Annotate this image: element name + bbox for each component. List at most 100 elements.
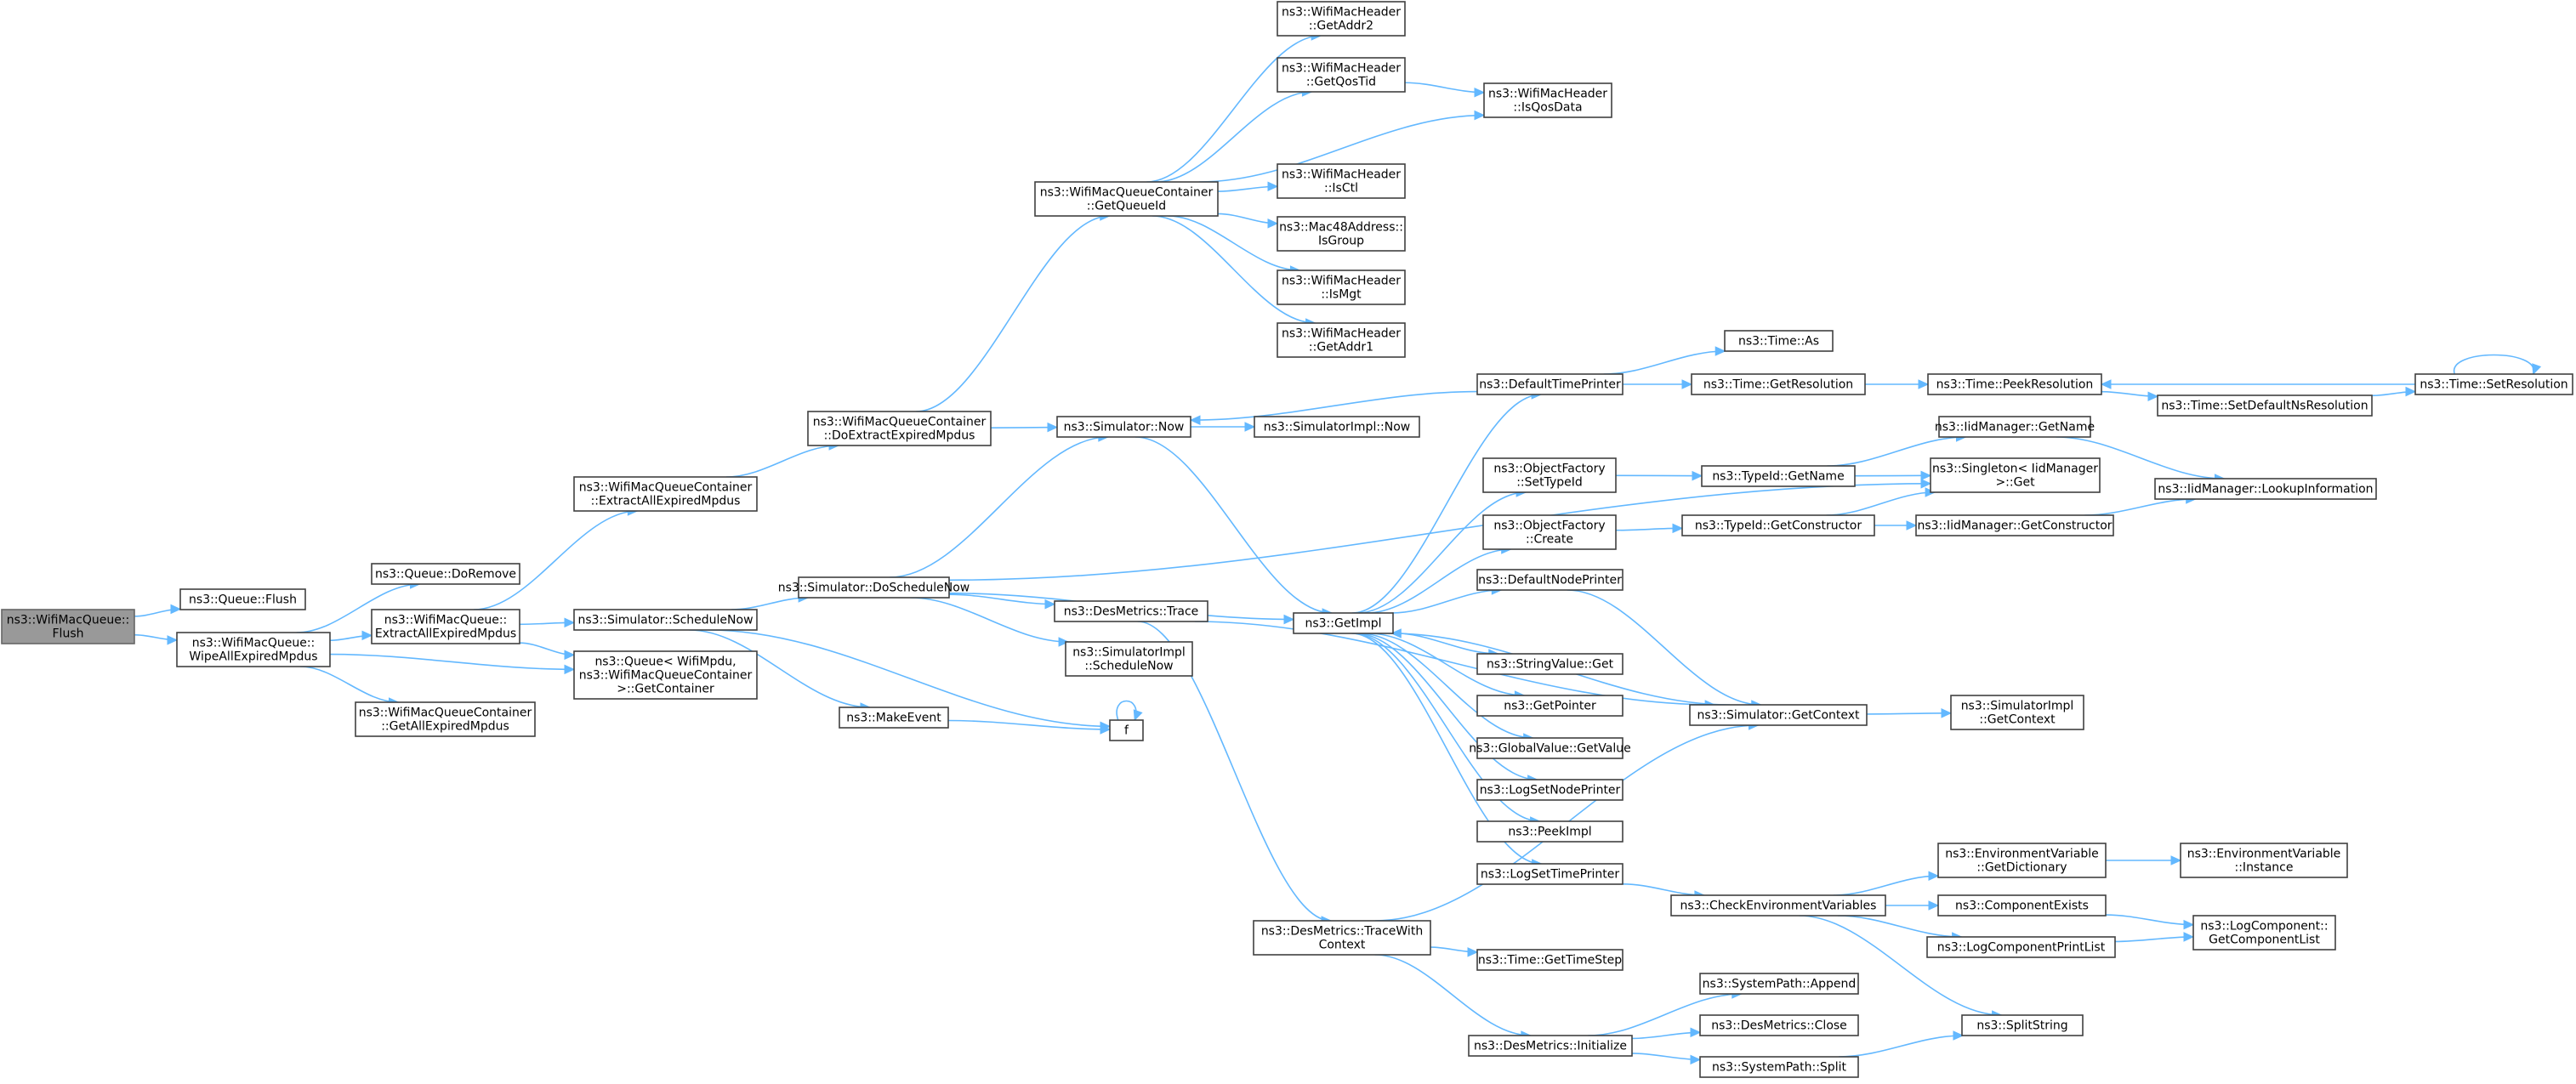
node-ns3-objectfactory-create[interactable]: ns3::ObjectFactory::Create [1482, 514, 1617, 550]
node-ns3-mac48address-isgroup[interactable]: ns3::Mac48Address::IsGroup [1277, 216, 1406, 252]
node-box[interactable] [1034, 181, 1219, 217]
node-box[interactable] [1476, 820, 1624, 843]
node-box[interactable] [1109, 719, 1144, 741]
node-box[interactable] [371, 609, 520, 644]
node-box[interactable] [1277, 216, 1406, 252]
node-ns3-typeid-getconstructor[interactable]: ns3::TypeId::GetConstructor [1681, 514, 1875, 536]
node-box[interactable] [1961, 1014, 2084, 1036]
node-box[interactable] [1476, 569, 1624, 591]
node-box[interactable] [573, 476, 758, 512]
node-ns3-time-as[interactable]: ns3::Time::As [1724, 330, 1834, 352]
node-ns3-getimpl[interactable]: ns3::GetImpl [1293, 612, 1394, 634]
node-ns3-makeevent[interactable]: ns3::MakeEvent [839, 707, 949, 729]
node-box[interactable] [1937, 894, 2107, 917]
node-ns3-desmetrics-close[interactable]: ns3::DesMetrics::Close [1699, 1014, 1859, 1036]
node-box[interactable] [807, 411, 992, 446]
node-ns3-wifimacqueuecontainer-getallexpiredmpdus[interactable]: ns3::WifiMacQueueContainer::GetAllExpire… [355, 701, 536, 737]
node-ns3-simulatorimpl-schedulenow[interactable]: ns3::SimulatorImpl::ScheduleNow [1065, 641, 1193, 677]
node-ns3-desmetrics-trace[interactable]: ns3::DesMetrics::Trace [1054, 600, 1208, 622]
node-box[interactable] [1926, 936, 2116, 958]
node-ns3-wifimacheader-getaddr1[interactable]: ns3::WifiMacHeader::GetAddr1 [1277, 322, 1406, 358]
node-ns3-wifimacheader-isctl[interactable]: ns3::WifiMacHeader::IsCtl [1277, 163, 1406, 199]
node-box[interactable] [1277, 270, 1406, 305]
node-box[interactable] [371, 563, 520, 585]
node-box[interactable] [1930, 457, 2101, 493]
node-ns3-typeid-getname[interactable]: ns3::TypeId::GetName [1701, 465, 1856, 487]
node-ns3-queue-doremove[interactable]: ns3::Queue::DoRemove [371, 563, 520, 585]
node-ns3-time-getresolution[interactable]: ns3::Time::GetResolution [1691, 373, 1866, 395]
node-ns3-wifimacqueue-extractallexpiredmpdus[interactable]: ns3::WifiMacQueue::ExtractAllExpiredMpdu… [371, 609, 520, 644]
node-ns3-wifimacqueue-wipeallexpiredmpdus[interactable]: ns3::WifiMacQueue::WipeAllExpiredMpdus [176, 632, 331, 667]
node-ns3-simulator-doschedulenow[interactable]: ns3::Simulator::DoScheduleNow [778, 576, 970, 599]
node-ns3-environmentvariable-instance[interactable]: ns3::EnvironmentVariable::Instance [2180, 843, 2348, 878]
node-ns3-wifimacqueuecontainer-extractallexpiredmpdus[interactable]: ns3::WifiMacQueueContainer::ExtractAllEx… [573, 476, 758, 512]
node-ns3-logsettimeprinter[interactable]: ns3::LogSetTimePrinter [1476, 863, 1624, 885]
node-ns3-wifimacheader-ismgt[interactable]: ns3::WifiMacHeader::IsMgt [1277, 270, 1406, 305]
node-box[interactable] [1482, 514, 1617, 550]
node-box[interactable] [1681, 514, 1875, 536]
node-ns3-wifimacqueuecontainer-getqueueid[interactable]: ns3::WifiMacQueueContainer::GetQueueId [1034, 181, 1219, 217]
node-box[interactable] [1277, 322, 1406, 358]
node-ns3-environmentvariable-getdictionary[interactable]: ns3::EnvironmentVariable::GetDictionary [1937, 843, 2107, 878]
node-ns3-getpointer[interactable]: ns3::GetPointer [1476, 695, 1624, 717]
node-box[interactable] [1476, 737, 1624, 759]
node-box[interactable] [355, 701, 536, 737]
node-box[interactable] [1476, 653, 1624, 675]
node-box[interactable] [1699, 973, 1859, 995]
node-ns3-time-setdefaultnsresolution[interactable]: ns3::Time::SetDefaultNsResolution [2157, 394, 2373, 417]
node-box[interactable] [1468, 1035, 1633, 1057]
node-ns3-splitstring[interactable]: ns3::SplitString [1961, 1014, 2084, 1036]
node-box[interactable] [1691, 373, 1866, 395]
node-ns3-desmetrics-initialize[interactable]: ns3::DesMetrics::Initialize [1468, 1035, 1633, 1057]
node-box[interactable] [798, 576, 950, 599]
node-ns3-iidmanager-getconstructor[interactable]: ns3::IidManager::GetConstructor [1915, 514, 2114, 536]
node-box[interactable] [1277, 163, 1406, 199]
node-ns3-globalvalue-getvalue[interactable]: ns3::GlobalValue::GetValue [1469, 737, 1631, 759]
node-box[interactable] [1938, 416, 2091, 438]
node-box[interactable] [1277, 57, 1406, 93]
node-box[interactable] [1253, 920, 1431, 956]
node-ns3-logcomponent-getcomponentlist[interactable]: ns3::LogComponent::GetComponentList [2192, 915, 2336, 951]
node-box[interactable] [179, 588, 306, 610]
node-ns3-defaulttimeprinter[interactable]: ns3::DefaultTimePrinter [1476, 373, 1624, 395]
node-ns3-defaultnodeprinter[interactable]: ns3::DefaultNodePrinter [1476, 569, 1624, 591]
node-ns3-iidmanager-lookupinformation[interactable]: ns3::IidManager::LookupInformation [2154, 478, 2377, 500]
node-box[interactable] [1724, 330, 1834, 352]
node-box[interactable] [2154, 478, 2377, 500]
node-ns3-logcomponentprintlist[interactable]: ns3::LogComponentPrintList [1926, 936, 2116, 958]
node-box[interactable] [839, 707, 949, 729]
node-ns3-iidmanager-getname[interactable]: ns3::IidManager::GetName [1935, 416, 2095, 438]
node-box[interactable] [1065, 641, 1193, 677]
node-box[interactable] [1476, 863, 1624, 885]
node-box[interactable] [1483, 82, 1612, 118]
node-box[interactable] [1937, 843, 2107, 878]
node-box[interactable] [1915, 514, 2114, 536]
node-ns3-simulatorimpl-now[interactable]: ns3::SimulatorImpl::Now [1254, 416, 1420, 438]
node-box[interactable] [1476, 949, 1624, 971]
node-ns3-wifimacheader-getaddr2[interactable]: ns3::WifiMacHeader::GetAddr2 [1277, 1, 1406, 37]
node-ns3-componentexists[interactable]: ns3::ComponentExists [1937, 894, 2107, 917]
node-ns3-singleton-iidmanager-get[interactable]: ns3::Singleton< IidManager>::Get [1930, 457, 2101, 493]
node-ns3-time-gettimestep[interactable]: ns3::Time::GetTimeStep [1476, 949, 1624, 971]
node-ns3-checkenvironmentvariables[interactable]: ns3::CheckEnvironmentVariables [1670, 894, 1886, 917]
node-ns3-queue-wifimpdu-ns3-wifimacqueuecontainer-getcontainer[interactable]: ns3::Queue< WifiMpdu,ns3::WifiMacQueueCo… [573, 650, 758, 700]
node-box[interactable] [1277, 1, 1406, 37]
node-ns3-logsetnodeprinter[interactable]: ns3::LogSetNodePrinter [1476, 779, 1624, 801]
node-box[interactable] [1054, 600, 1208, 622]
node-box[interactable] [1482, 457, 1617, 493]
node-box[interactable] [1254, 416, 1420, 438]
node-ns3-queue-flush[interactable]: ns3::Queue::Flush [179, 588, 306, 610]
node-box[interactable] [2157, 394, 2373, 417]
node-ns3-simulator-schedulenow[interactable]: ns3::Simulator::ScheduleNow [573, 609, 758, 631]
node-box[interactable] [1, 609, 135, 644]
node-box[interactable] [1476, 373, 1624, 395]
node-box[interactable] [573, 609, 758, 631]
node-box[interactable] [1056, 416, 1191, 438]
node-box[interactable] [1476, 695, 1624, 717]
node-box[interactable] [1293, 612, 1394, 634]
node-box[interactable] [573, 650, 758, 700]
node-f[interactable]: f [1109, 719, 1144, 741]
node-box[interactable] [1699, 1056, 1859, 1078]
node-box[interactable] [1689, 704, 1868, 726]
